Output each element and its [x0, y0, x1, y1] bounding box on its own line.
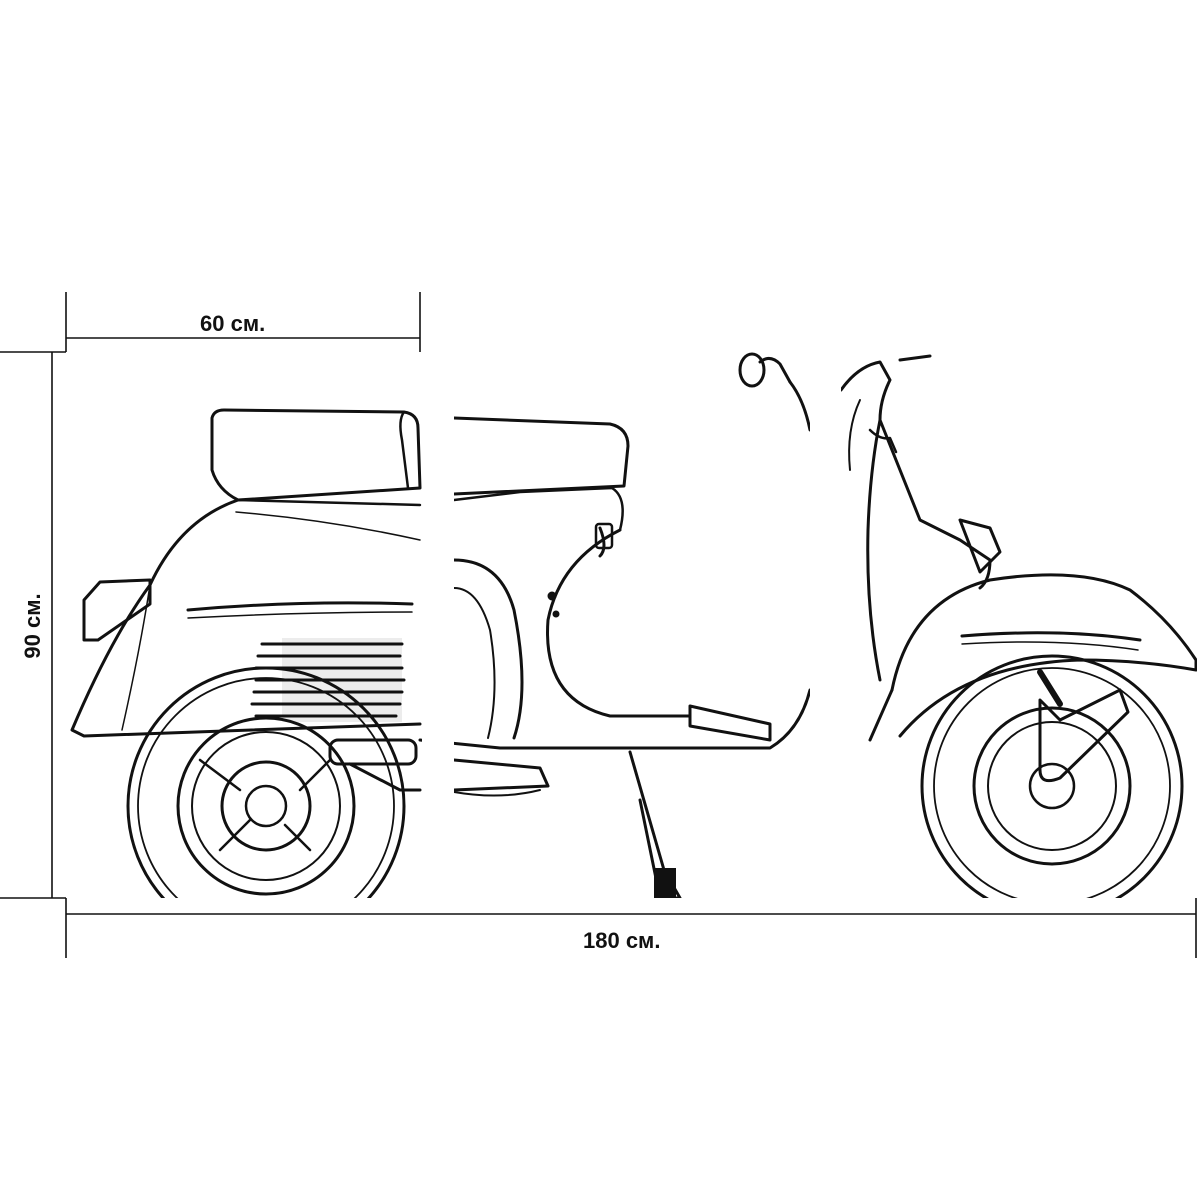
middle-panel	[454, 352, 810, 898]
right-panel	[841, 352, 1197, 898]
height-label: 90 см.	[20, 593, 45, 659]
panel-width-label: 60 см.	[200, 311, 266, 336]
left-panel	[66, 352, 422, 898]
total-width-label: 180 см.	[583, 928, 661, 953]
dimension-lines	[0, 292, 1197, 958]
